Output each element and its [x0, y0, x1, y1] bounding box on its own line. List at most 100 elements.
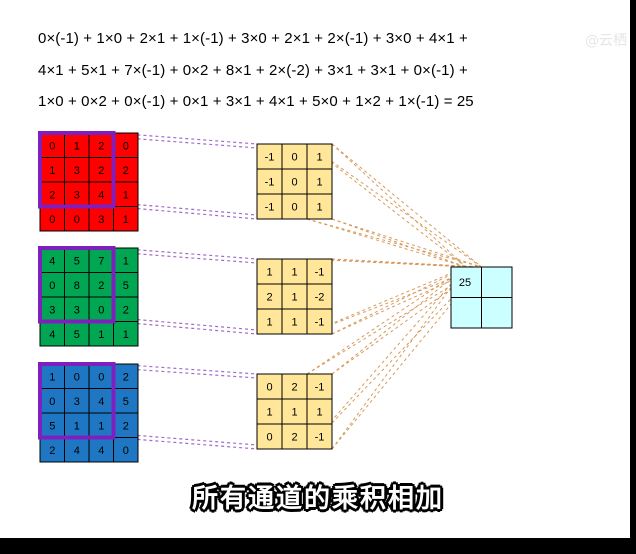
kernel-cell — [281, 308, 308, 335]
receptive-field-highlight — [38, 246, 116, 324]
orange-connector — [331, 266, 467, 375]
kernel-cell — [256, 193, 283, 220]
channel-cell-value: 2 — [98, 140, 104, 152]
slide-frame: 0×(-1) + 1×0 + 2×1 + 1×(-1) + 3×0 + 2×1 … — [0, 0, 630, 538]
channel-cell — [113, 388, 139, 414]
orange-connector — [306, 143, 482, 268]
kernel-cell-value: 2 — [291, 432, 297, 444]
channel-cell — [64, 181, 90, 207]
kernel-cell-value: -1 — [315, 317, 325, 329]
equation-line-3: 1×0 + 0×2 + 0×(-1) + 0×1 + 3×1 + 4×1 + 5… — [38, 93, 474, 110]
kernel-cell-value: 0 — [266, 432, 272, 444]
output-cell — [450, 266, 482, 298]
kernel-cell-value: 1 — [316, 407, 322, 419]
kernel-cell-value: -1 — [315, 267, 325, 279]
kernel-cell-value: 1 — [291, 317, 297, 329]
channel-cell — [113, 321, 139, 347]
kernel-cell — [306, 143, 333, 170]
channel-cell-value: 0 — [74, 214, 80, 226]
channel-cell-value: 4 — [98, 189, 104, 201]
channel-cell-value: 2 — [98, 165, 104, 177]
channel-cell — [113, 181, 139, 207]
channel-cell-value: 3 — [74, 396, 80, 408]
channel-cell — [88, 272, 114, 298]
channel-cell-value: 0 — [98, 304, 104, 316]
channel-cell-value: 0 — [74, 371, 80, 383]
subtitle-caption: 所有通道的乘积相加 — [191, 484, 444, 514]
channel-cell-value: 3 — [74, 165, 80, 177]
channel-cell-value: 3 — [74, 189, 80, 201]
channel-cell-value: 0 — [123, 445, 129, 457]
channel-cell-value: 3 — [74, 304, 80, 316]
kernel-cell-value: -1 — [265, 177, 275, 189]
channel-cell-value: 5 — [49, 420, 55, 432]
kernel-cell-value: -1 — [265, 202, 275, 214]
kernel-cell-value: 0 — [266, 382, 272, 394]
channel-cell — [64, 247, 90, 273]
orange-connector — [331, 143, 467, 268]
orange-connector — [306, 218, 482, 268]
channel-cell-value: 4 — [49, 329, 55, 341]
kernel-cell-value: 1 — [291, 267, 297, 279]
kernel-cell-value: 2 — [291, 382, 297, 394]
channel-cell-value: 0 — [49, 280, 55, 292]
channel-cell-value: 1 — [98, 329, 104, 341]
channel-cell-value: 0 — [49, 214, 55, 226]
channel-cell-value: 3 — [49, 304, 55, 316]
kernel-cell-value: 1 — [266, 317, 272, 329]
channel-cell-value: 5 — [74, 329, 80, 341]
channel-cell — [64, 206, 90, 232]
channel-cell — [39, 388, 65, 414]
channel-cell — [64, 157, 90, 183]
channel-cell-value: 0 — [98, 371, 104, 383]
channel-cell-value: 5 — [123, 280, 129, 292]
channel-cell — [64, 412, 90, 438]
orange-connector — [331, 266, 482, 375]
output-cell — [481, 266, 513, 298]
channel-cell-value: 4 — [74, 445, 80, 457]
channel-cell — [39, 296, 65, 322]
kernel-cell — [306, 398, 333, 425]
channel-cell — [39, 412, 65, 438]
channel-cell-value: 1 — [74, 140, 80, 152]
orange-connector — [331, 143, 482, 268]
channel-cell — [88, 206, 114, 232]
bottom-bar — [0, 538, 636, 554]
orange-connector — [306, 258, 482, 268]
kernel-cell-value: 1 — [316, 202, 322, 214]
orange-connector — [331, 218, 482, 268]
kernel-cell-value: 1 — [316, 177, 322, 189]
channel-cell-value: 2 — [49, 445, 55, 457]
kernel-cell-value: 1 — [291, 292, 297, 304]
output-cell — [481, 297, 513, 329]
kernel-cell — [256, 168, 283, 195]
kernel-cell — [256, 308, 283, 335]
kernel-cell — [306, 308, 333, 335]
channel-cell-value: 2 — [123, 420, 129, 432]
channel-cell-value: 1 — [123, 214, 129, 226]
channel-cell-value: 4 — [49, 255, 55, 267]
orange-connector — [306, 218, 467, 268]
kernel-cell — [281, 193, 308, 220]
output-cell — [450, 297, 482, 329]
kernel-cell — [306, 373, 333, 400]
equation-line-2: 4×1 + 5×1 + 7×(-1) + 0×2 + 8×1 + 2×(-2) … — [38, 62, 468, 79]
channel-cell-value: 4 — [98, 396, 104, 408]
channel-cell-value: 1 — [74, 420, 80, 432]
kernel-cell-value: 1 — [266, 407, 272, 419]
channel-cell — [113, 132, 139, 158]
channel-cell — [88, 296, 114, 322]
kernel-cell-value: -1 — [315, 432, 325, 444]
kernel-cell-value: -2 — [315, 292, 325, 304]
kernel-cell-value: 0 — [291, 152, 297, 164]
kernel-cell-value: 1 — [291, 407, 297, 419]
equation-line-1: 0×(-1) + 1×0 + 2×1 + 1×(-1) + 3×0 + 2×1 … — [38, 30, 468, 47]
output-cell-value: 25 — [459, 277, 471, 289]
kernel-cell — [256, 423, 283, 450]
kernel-cell-value: 2 — [266, 292, 272, 304]
channel-cell-value: 2 — [98, 280, 104, 292]
channel-cell-value: 1 — [123, 189, 129, 201]
kernel-cell — [306, 193, 333, 220]
